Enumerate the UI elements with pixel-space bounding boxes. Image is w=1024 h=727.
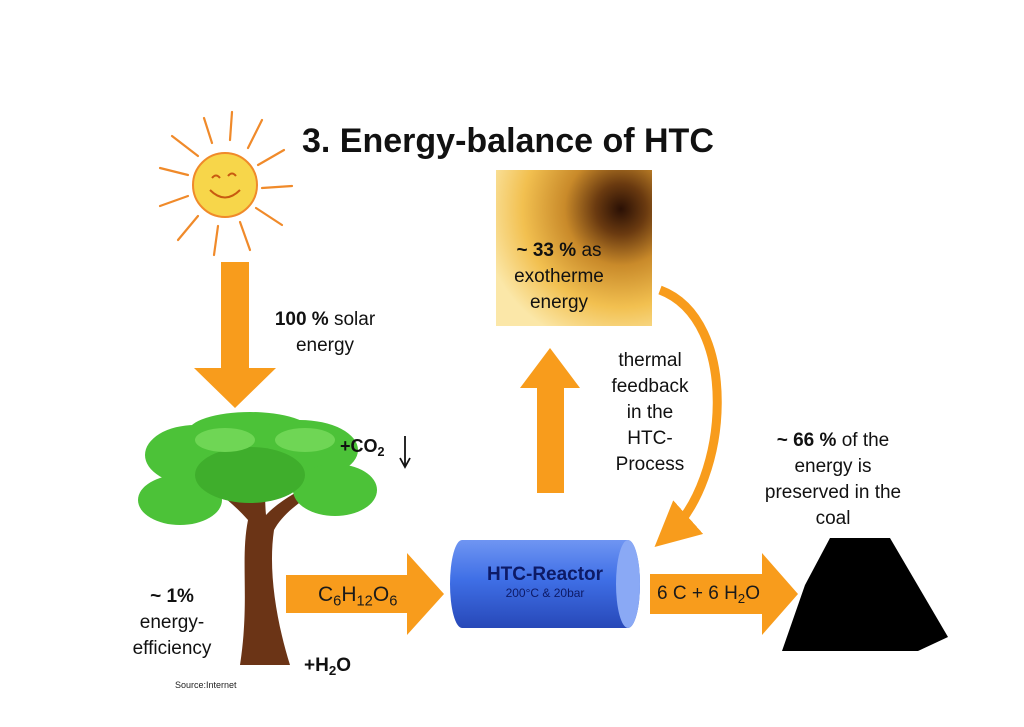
coal-energy-label: ~ 66 % of the energy is preserved in the… [764, 430, 902, 529]
exotherme-arrow [520, 348, 580, 493]
solar-energy-label: 100 % solar energy [274, 309, 376, 356]
h2o-label: +H2O [304, 655, 352, 678]
page-title: 3. Energy-balance of HTC [302, 122, 714, 160]
reactor-label: HTC-Reactor 200°C & 20bar [462, 564, 628, 600]
glucose-arrow [286, 553, 444, 635]
efficiency-label: ~ 1% energy-efficiency [132, 586, 212, 659]
product-formula: 6 C + 6 H2O [657, 583, 760, 606]
feedback-arrow [654, 285, 722, 547]
solar-arrow [194, 262, 276, 408]
exotherme-label: ~ 33 % as exotherme energy [514, 240, 604, 313]
reactor-subtitle: 200°C & 20bar [505, 586, 585, 600]
source-label: Source:Internet [175, 680, 237, 690]
heat-image [496, 170, 652, 326]
glucose-formula: C6H12O6 [318, 583, 398, 610]
reactor-title: HTC-Reactor [486, 564, 604, 585]
htc-reactor [450, 540, 640, 628]
sun-icon [158, 110, 294, 257]
tree-image [138, 412, 377, 665]
feedback-label: thermal feedback in the HTC- Process [611, 350, 689, 475]
co2-label: +CO2 [340, 436, 385, 459]
coal-image [782, 538, 948, 651]
product-arrow [650, 553, 798, 635]
